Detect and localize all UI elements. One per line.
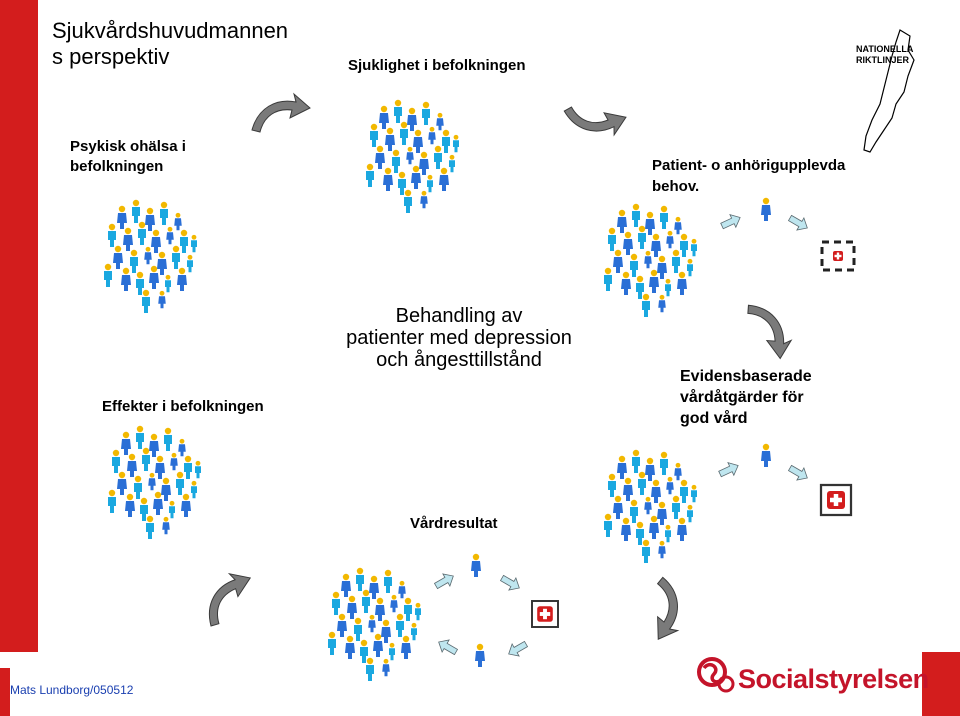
socialstyrelsen-logo-symbol	[697, 657, 735, 693]
flow-arrow-c2	[498, 571, 524, 595]
flow-arrow-c3	[504, 637, 530, 661]
patient-label: Patient- o anhörigupplevda behov.	[652, 157, 846, 195]
care-box-dashed	[820, 240, 856, 272]
left-red-bar	[0, 0, 38, 652]
crowd-left-bottom	[108, 426, 201, 539]
flow-arrow-c4	[434, 635, 460, 659]
footer-red-accent-left	[0, 668, 10, 716]
footer-red-accent-right	[922, 652, 960, 716]
crowd-top-center	[366, 100, 459, 213]
patient-single-mid	[761, 443, 771, 467]
curved-arrow-2	[563, 93, 631, 147]
flow-arrow-b2	[786, 461, 812, 485]
evidens-label: Evidensbaserade vårdåtgärder för god vår…	[680, 368, 812, 427]
patient-single-bottom-low	[475, 643, 485, 667]
curved-arrow-1	[251, 93, 311, 133]
vardresultat-label: Vårdresultat	[410, 515, 498, 532]
curved-arrow-5	[192, 565, 263, 629]
flow-arrow-b1	[716, 458, 742, 481]
sweden-map-outline	[863, 29, 915, 153]
patient-single-bottom-top	[471, 553, 481, 577]
behandling-heading: Behandling av patienter med depression o…	[346, 305, 572, 371]
effekter-label: Effekter i befolkningen	[102, 398, 264, 415]
care-box-mid	[819, 483, 853, 517]
slide-title: Sjukvårdshuvudmannen s perspektiv	[52, 18, 289, 69]
flow-arrow-c1	[432, 569, 458, 593]
crowd-bottom-center	[328, 568, 421, 681]
socialstyrelsen-logo-text: Socialstyrelsen	[738, 664, 929, 694]
flow-arrow-a1	[718, 210, 744, 233]
psykisk-label: Psykisk ohälsa i befolkningen	[70, 138, 186, 175]
curved-arrow-4	[635, 575, 696, 646]
crowd-right-bottom	[604, 450, 697, 563]
crowd-right-top	[604, 204, 697, 317]
footer-author: Mats Lundborg/050512	[10, 683, 134, 697]
curved-arrow-3	[745, 298, 795, 364]
care-box-bottom	[531, 600, 559, 628]
crowd-left-top	[104, 200, 197, 313]
patient-single-top	[761, 197, 771, 221]
sjuklighet-label: Sjuklighet i befolkningen	[348, 57, 526, 74]
nationella-riktlinjer-logo: NATIONELLA RIKTLINJER	[856, 44, 914, 65]
flow-arrow-a2	[786, 211, 812, 235]
